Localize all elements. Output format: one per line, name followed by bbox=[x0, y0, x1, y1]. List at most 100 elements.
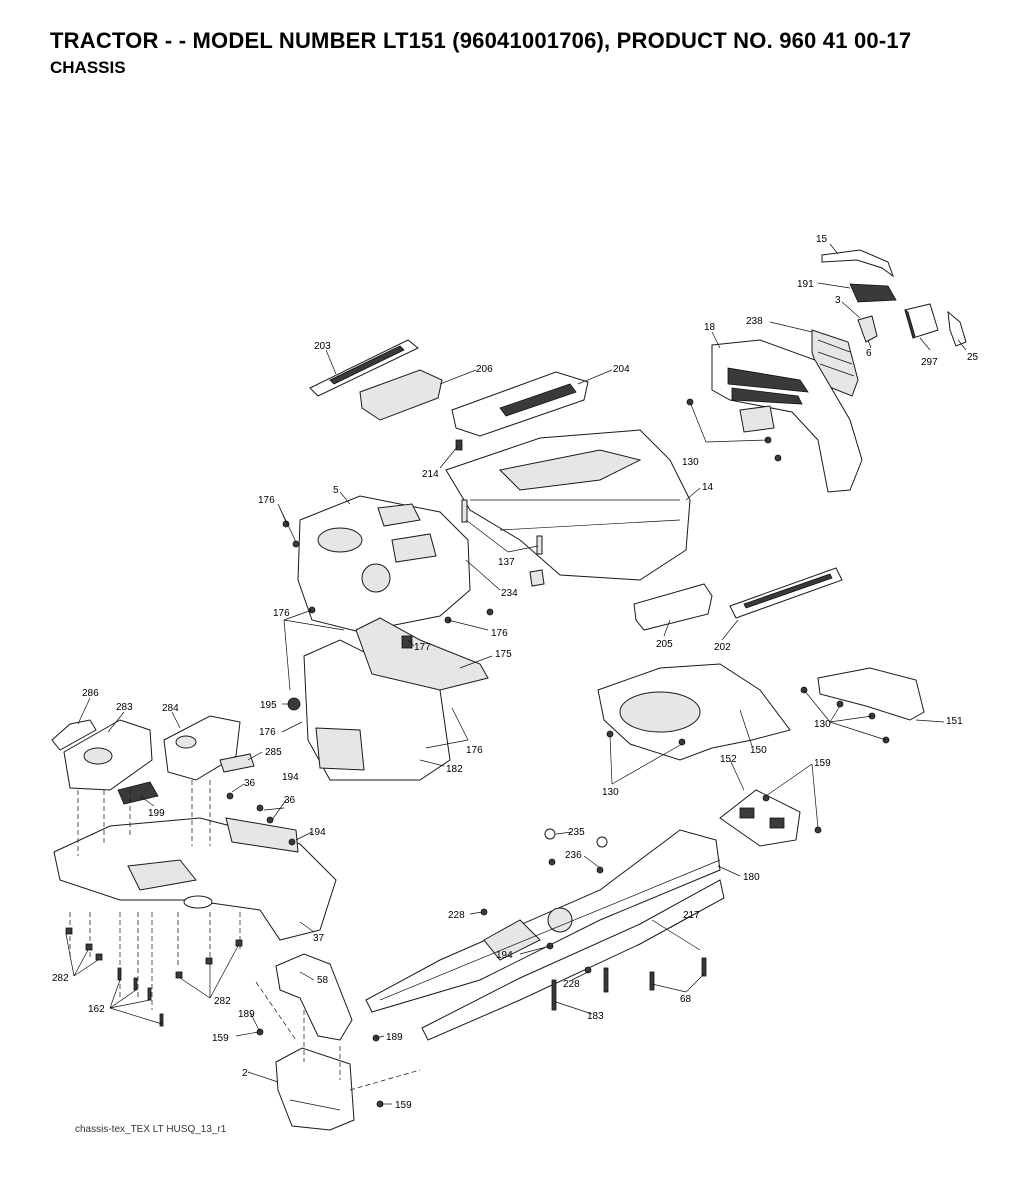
part-203-vent-strip bbox=[309, 339, 419, 397]
part-204-top-cover bbox=[451, 371, 589, 437]
callout-5: 5 bbox=[333, 485, 339, 496]
part-137-bracket bbox=[461, 499, 543, 555]
part-159-189-nuts bbox=[256, 794, 822, 1108]
callout-6: 6 bbox=[866, 348, 872, 359]
part-180-frame bbox=[365, 829, 725, 1041]
part-58-bracket bbox=[275, 953, 353, 1041]
part-18-hood-front bbox=[711, 339, 863, 493]
callout-217: 217 bbox=[683, 910, 700, 921]
callout-152: 152 bbox=[720, 754, 737, 765]
callout-25: 25 bbox=[967, 352, 979, 363]
callout-15: 15 bbox=[816, 234, 828, 245]
part-285-bracket bbox=[219, 753, 255, 773]
callout-130-bracket: 130 bbox=[814, 719, 831, 730]
part-217-rod bbox=[651, 919, 701, 951]
callout-18: 18 bbox=[704, 322, 716, 333]
callout-203: 203 bbox=[314, 341, 331, 352]
callout-228-b: 228 bbox=[563, 979, 580, 990]
part-36-194-bolts bbox=[226, 792, 296, 846]
part-228-194-fasteners bbox=[480, 908, 592, 974]
callout-285: 285 bbox=[265, 747, 282, 758]
callout-68: 68 bbox=[680, 994, 692, 1005]
callout-194-b: 194 bbox=[309, 827, 326, 838]
callout-150: 150 bbox=[750, 745, 767, 756]
part-235-236-bushings bbox=[544, 828, 608, 874]
part-5-dash-housing bbox=[297, 495, 471, 633]
part-14-hood-main bbox=[445, 429, 691, 581]
page-title: TRACTOR - - MODEL NUMBER LT151 (96041001… bbox=[50, 28, 912, 53]
part-183-68-bolts bbox=[551, 957, 707, 1011]
callout-159-a: 159 bbox=[814, 758, 831, 769]
callout-234: 234 bbox=[501, 588, 518, 599]
callout-189-b: 189 bbox=[386, 1032, 403, 1043]
callout-176-b: 176 bbox=[273, 608, 290, 619]
callout-283: 283 bbox=[116, 702, 133, 713]
dashed-guide-lines-center bbox=[255, 981, 421, 1091]
part-297-block bbox=[904, 303, 939, 339]
callout-58: 58 bbox=[317, 975, 329, 986]
callout-183: 183 bbox=[587, 1011, 604, 1022]
callout-235: 235 bbox=[568, 827, 585, 838]
part-191-headlight-lens bbox=[849, 283, 897, 303]
callout-286: 286 bbox=[82, 688, 99, 699]
callout-176-a: 176 bbox=[258, 495, 275, 506]
part-176-fasteners-upper bbox=[282, 520, 494, 624]
part-177-switch bbox=[401, 635, 413, 649]
callout-159-b: 159 bbox=[212, 1033, 229, 1044]
callout-236: 236 bbox=[565, 850, 582, 861]
callout-37: 37 bbox=[313, 933, 325, 944]
part-214-screw bbox=[455, 439, 463, 451]
callout-282-b: 282 bbox=[214, 996, 231, 1007]
callout-206: 206 bbox=[476, 364, 493, 375]
callout-3: 3 bbox=[835, 295, 841, 306]
callout-194-c: 194 bbox=[496, 950, 513, 961]
part-175-bracket bbox=[355, 617, 489, 691]
part-206-panel bbox=[359, 369, 443, 421]
callout-194-a: 194 bbox=[282, 772, 299, 783]
part-282-clips bbox=[65, 927, 243, 979]
part-150-seat-pan bbox=[597, 663, 791, 761]
callout-228-a: 228 bbox=[448, 910, 465, 921]
part-6-emblem bbox=[857, 315, 878, 343]
callout-137: 137 bbox=[498, 557, 515, 568]
part-202-side-vent bbox=[729, 567, 843, 619]
callout-191: 191 bbox=[797, 279, 814, 290]
drawing-code: chassis-tex_TEX LT HUSQ_13_r1 bbox=[75, 1124, 227, 1135]
dashed-guide-lines-left bbox=[69, 780, 241, 1010]
part-151-bracket bbox=[817, 667, 925, 721]
callout-177: 177 bbox=[414, 642, 431, 653]
part-182-firewall bbox=[303, 639, 451, 781]
part-130-bolts bbox=[606, 398, 890, 746]
callout-labels: 15 191 3 238 18 6 297 25 203 206 204 130… bbox=[52, 234, 979, 1111]
callout-180: 180 bbox=[743, 872, 760, 883]
callout-238: 238 bbox=[746, 316, 763, 327]
part-205-lower-trim bbox=[633, 583, 713, 631]
part-199-plate bbox=[117, 781, 159, 805]
callout-297: 297 bbox=[921, 357, 938, 368]
leader-lines bbox=[65, 243, 967, 1105]
part-152-rear-plate bbox=[719, 789, 801, 847]
part-286-cap bbox=[51, 719, 97, 751]
callout-284: 284 bbox=[162, 703, 179, 714]
callout-36-b: 36 bbox=[284, 795, 296, 806]
page-subtitle: CHASSIS bbox=[50, 58, 126, 77]
part-25-clip bbox=[947, 310, 967, 347]
callout-14: 14 bbox=[702, 482, 714, 493]
part-2-bracket bbox=[275, 1047, 355, 1131]
callout-2: 2 bbox=[242, 1068, 248, 1079]
callout-214: 214 bbox=[422, 469, 439, 480]
callout-175: 175 bbox=[495, 649, 512, 660]
part-234-pad bbox=[529, 569, 545, 587]
callout-282-a: 282 bbox=[52, 973, 69, 984]
callout-130-pan: 130 bbox=[602, 787, 619, 798]
callout-176-c: 176 bbox=[491, 628, 508, 639]
callout-151: 151 bbox=[946, 716, 963, 727]
callout-199: 199 bbox=[148, 808, 165, 819]
callout-182: 182 bbox=[446, 764, 463, 775]
callout-176-e: 176 bbox=[466, 745, 483, 756]
callout-36-a: 36 bbox=[244, 778, 256, 789]
part-37-fender-deck bbox=[53, 817, 337, 941]
callout-195: 195 bbox=[260, 700, 277, 711]
callout-130-hood: 130 bbox=[682, 457, 699, 468]
